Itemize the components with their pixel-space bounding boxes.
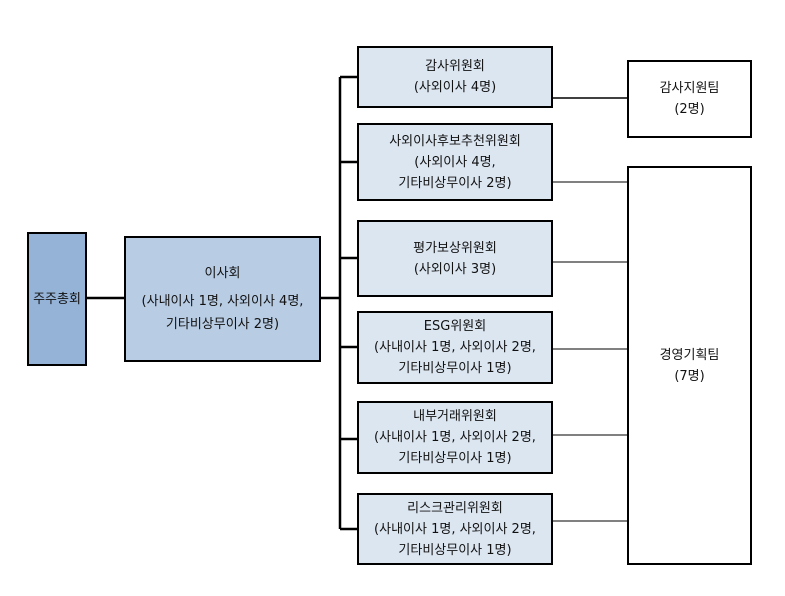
committee-composition: (사내이사 1명, 사외이사 2명, [374,340,536,355]
committee-box-risk-management: 리스크관리위원회 (사내이사 1명, 사외이사 2명, 기타비상무이사 1명) [357,493,553,565]
committee-composition: (사내이사 1명, 사외이사 2명, [374,430,536,445]
board-composition-line1: (사내이사 1명, 사외이사 4명, [141,294,304,309]
shareholders-meeting-label: 주주총회 [33,291,81,307]
committee-box-evaluation-compensation: 평가보상위원회 (사외이사 3명) [357,220,553,297]
committee-name: 내부거래위원회 [413,409,497,424]
committee-composition: (사내이사 1명, 사외이사 2명, [374,521,536,537]
committee-composition: 기타비상무이사 1명) [398,361,512,376]
committee-name: 사외이사후보추천위원회 [389,133,521,149]
board-composition-line2: 기타비상무이사 2명) [165,317,280,332]
audit-support-team-box: 감사지원팀 (2명) [627,60,752,138]
committee-composition: 기타비상무이사 2명) [398,175,512,191]
shareholders-meeting-box: 주주총회 [27,232,87,366]
management-planning-team-count: (7명) [674,368,705,384]
board-of-directors-box: 이사회 (사내이사 1명, 사외이사 4명, 기타비상무이사 2명) [124,236,321,362]
committee-box-outside-director-nomination: 사외이사후보추천위원회 (사외이사 4명, 기타비상무이사 2명) [357,123,553,201]
committee-name: 리스크관리위원회 [407,500,503,516]
audit-support-team-count: (2명) [674,102,705,117]
committee-composition: 기타비상무이사 1명) [398,542,512,558]
committee-composition: (사외이사 3명) [413,261,497,277]
management-planning-team-box: 경영기획팀 (7명) [627,166,752,565]
committee-composition: (사외이사 4명, [414,154,496,170]
committee-name: ESG위원회 [423,319,487,334]
committee-box-internal-transactions: 내부거래위원회 (사내이사 1명, 사외이사 2명, 기타비상무이사 1명) [357,401,553,474]
audit-support-team-name: 감사지원팀 [659,81,720,96]
committee-box-esg: ESG위원회 (사내이사 1명, 사외이사 2명, 기타비상무이사 1명) [357,311,553,384]
committee-name: 평가보상위원회 [413,240,497,256]
board-title: 이사회 [204,266,241,281]
committee-box-audit: 감사위원회 (사외이사 4명) [357,46,553,108]
committee-composition: (사외이사 4명) [413,80,497,95]
committee-name: 감사위원회 [425,59,485,74]
management-planning-team-name: 경영기획팀 [659,347,720,363]
committee-composition: 기타비상무이사 1명) [398,451,512,466]
